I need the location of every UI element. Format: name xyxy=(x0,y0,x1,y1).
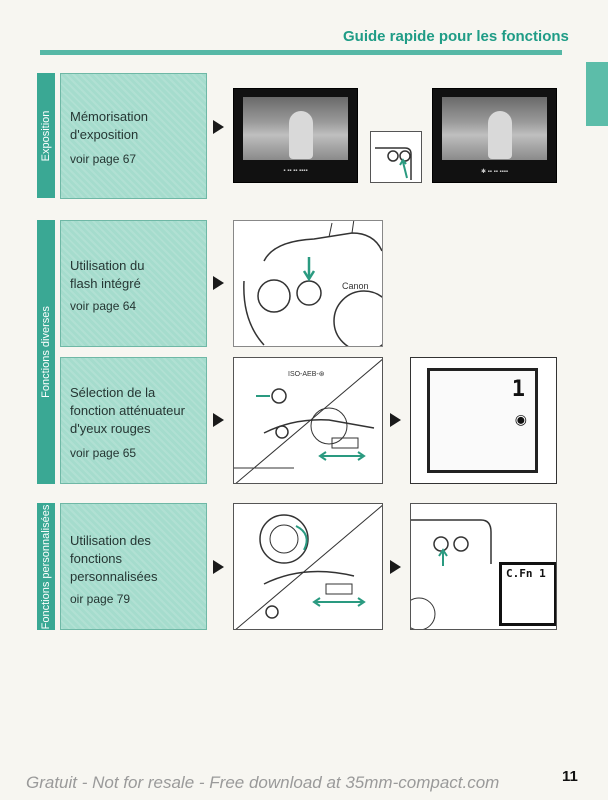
card-memorisation-exposition: Mémorisation d'exposition voir page 67 xyxy=(60,73,207,199)
footer-watermark-text: Gratuit - Not for resale - Free download… xyxy=(26,773,500,792)
lcd-display: 1 ◉ xyxy=(427,368,538,473)
viewfinder-scene xyxy=(442,97,547,160)
person-figure xyxy=(488,110,513,159)
lcd-panel-sketch: 1 ◉ xyxy=(410,357,557,484)
card-flash-integre: Utilisation du flash intégré voir page 6… xyxy=(60,220,207,347)
card-page-ref: voir page 64 xyxy=(70,299,137,313)
custom-function-display: C.Fn 1 xyxy=(499,562,556,626)
card-title: Utilisation du flash intégré xyxy=(70,258,145,291)
section-label-text: Fonctions personnalisées xyxy=(40,504,52,629)
card-page-ref: voir page 65 xyxy=(70,446,137,460)
red-eye-camera-sketch: ISO-AEB-⊛ xyxy=(233,357,383,484)
section-label-fonctions-diverses: Fonctions diverses xyxy=(37,220,55,484)
arrow-right-icon xyxy=(213,120,224,134)
person-figure xyxy=(289,110,314,159)
mode-dial-camera-sketch xyxy=(233,503,383,630)
mode-dial-drawing xyxy=(235,505,382,629)
viewfinder-status-bar: ✱ ▪▪ ▪▪ ▪▪▪▪ xyxy=(480,169,509,175)
card-title: Mémorisation d'exposition xyxy=(70,109,149,142)
header-rule xyxy=(40,50,562,55)
arrow-right-icon xyxy=(390,560,401,574)
viewfinder-image-locked: ✱ ▪▪ ▪▪ ▪▪▪▪ xyxy=(432,88,557,183)
red-eye-icon: ◉ xyxy=(514,411,527,427)
custom-function-text: C.Fn 1 xyxy=(506,567,546,580)
lcd-digit: 1 xyxy=(511,377,525,402)
camera-top-drawing: Canon xyxy=(243,221,382,346)
viewfinder-image: ▪ ▪▪ ▪▪ ▪▪▪▪ xyxy=(233,88,358,183)
arrow-right-icon xyxy=(390,413,401,427)
ael-button-drawing xyxy=(375,147,412,180)
section-label-text: Exposition xyxy=(40,110,52,161)
section-label-exposition: Exposition xyxy=(37,73,55,198)
viewfinder-scene xyxy=(243,97,348,160)
back-buttons-drawing xyxy=(411,519,492,629)
viewfinder-status-bar: ▪ ▪▪ ▪▪ ▪▪▪▪ xyxy=(283,168,308,174)
edge-tab xyxy=(586,62,608,126)
card-title: Sélection de la fonction atténuateur d'y… xyxy=(70,385,185,436)
iso-aeb-label: ISO-AEB-⊛ xyxy=(288,371,325,378)
svg-text:Canon: Canon xyxy=(342,281,369,291)
section-label-text: Fonctions diverses xyxy=(40,306,52,398)
section-label-fonctions-personnalisees: Fonctions personnalisées xyxy=(37,503,55,630)
flash-camera-sketch: Canon xyxy=(233,220,383,347)
card-yeux-rouges: Sélection de la fonction atténuateur d'y… xyxy=(60,357,207,484)
arrow-right-icon xyxy=(213,413,224,427)
page-header-title: Guide rapide pour les fonctions xyxy=(343,28,569,45)
custom-function-sketch: C.Fn 1 xyxy=(410,503,557,630)
card-fonctions-personnalisees: Utilisation des fonctions personnalisées… xyxy=(60,503,207,630)
card-page-ref: oir page 79 xyxy=(70,592,131,606)
card-page-ref: voir page 67 xyxy=(70,152,137,166)
card-title: Utilisation des fonctions personnalisées xyxy=(70,533,158,584)
red-eye-drawing: ISO-AEB-⊛ xyxy=(234,359,382,483)
page-number: 11 xyxy=(562,768,578,785)
ael-button-sketch xyxy=(370,131,422,183)
arrow-right-icon xyxy=(213,276,224,290)
arrow-right-icon xyxy=(213,560,224,574)
